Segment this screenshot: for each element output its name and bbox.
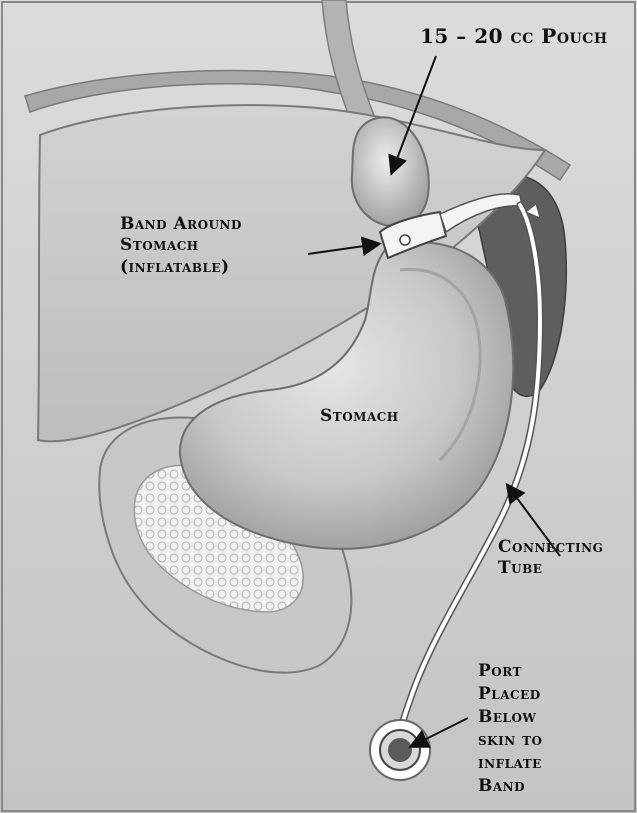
access-port-septum — [388, 738, 412, 762]
stomach-label-text: Stomach — [320, 406, 399, 427]
pouch-label-text: 15 – 20 cc Pouch — [420, 24, 608, 49]
tube-label-line2: Tube — [498, 558, 603, 579]
port-label-line6: Band — [478, 775, 542, 798]
stomach-label: Stomach — [320, 406, 399, 427]
band-label: Band Around Stomach (inflatable) — [120, 214, 242, 278]
band-label-line3: (inflatable) — [120, 257, 242, 278]
tube-label-line1: Connecting — [498, 537, 603, 558]
port-label-line5: inflate — [478, 752, 542, 775]
port-label-line1: Port — [478, 660, 542, 683]
tube-label: Connecting Tube — [498, 537, 603, 580]
port-label-line4: skin to — [478, 729, 542, 752]
band-label-line2: Stomach — [120, 235, 242, 256]
port-label-line3: Below — [478, 706, 542, 729]
band-buckle — [400, 235, 410, 245]
pouch-label: 15 – 20 cc Pouch — [420, 24, 608, 49]
port-label-line2: Placed — [478, 683, 542, 706]
band-label-line1: Band Around — [120, 214, 242, 235]
port-label: Port Placed Below skin to inflate Band — [478, 660, 542, 798]
